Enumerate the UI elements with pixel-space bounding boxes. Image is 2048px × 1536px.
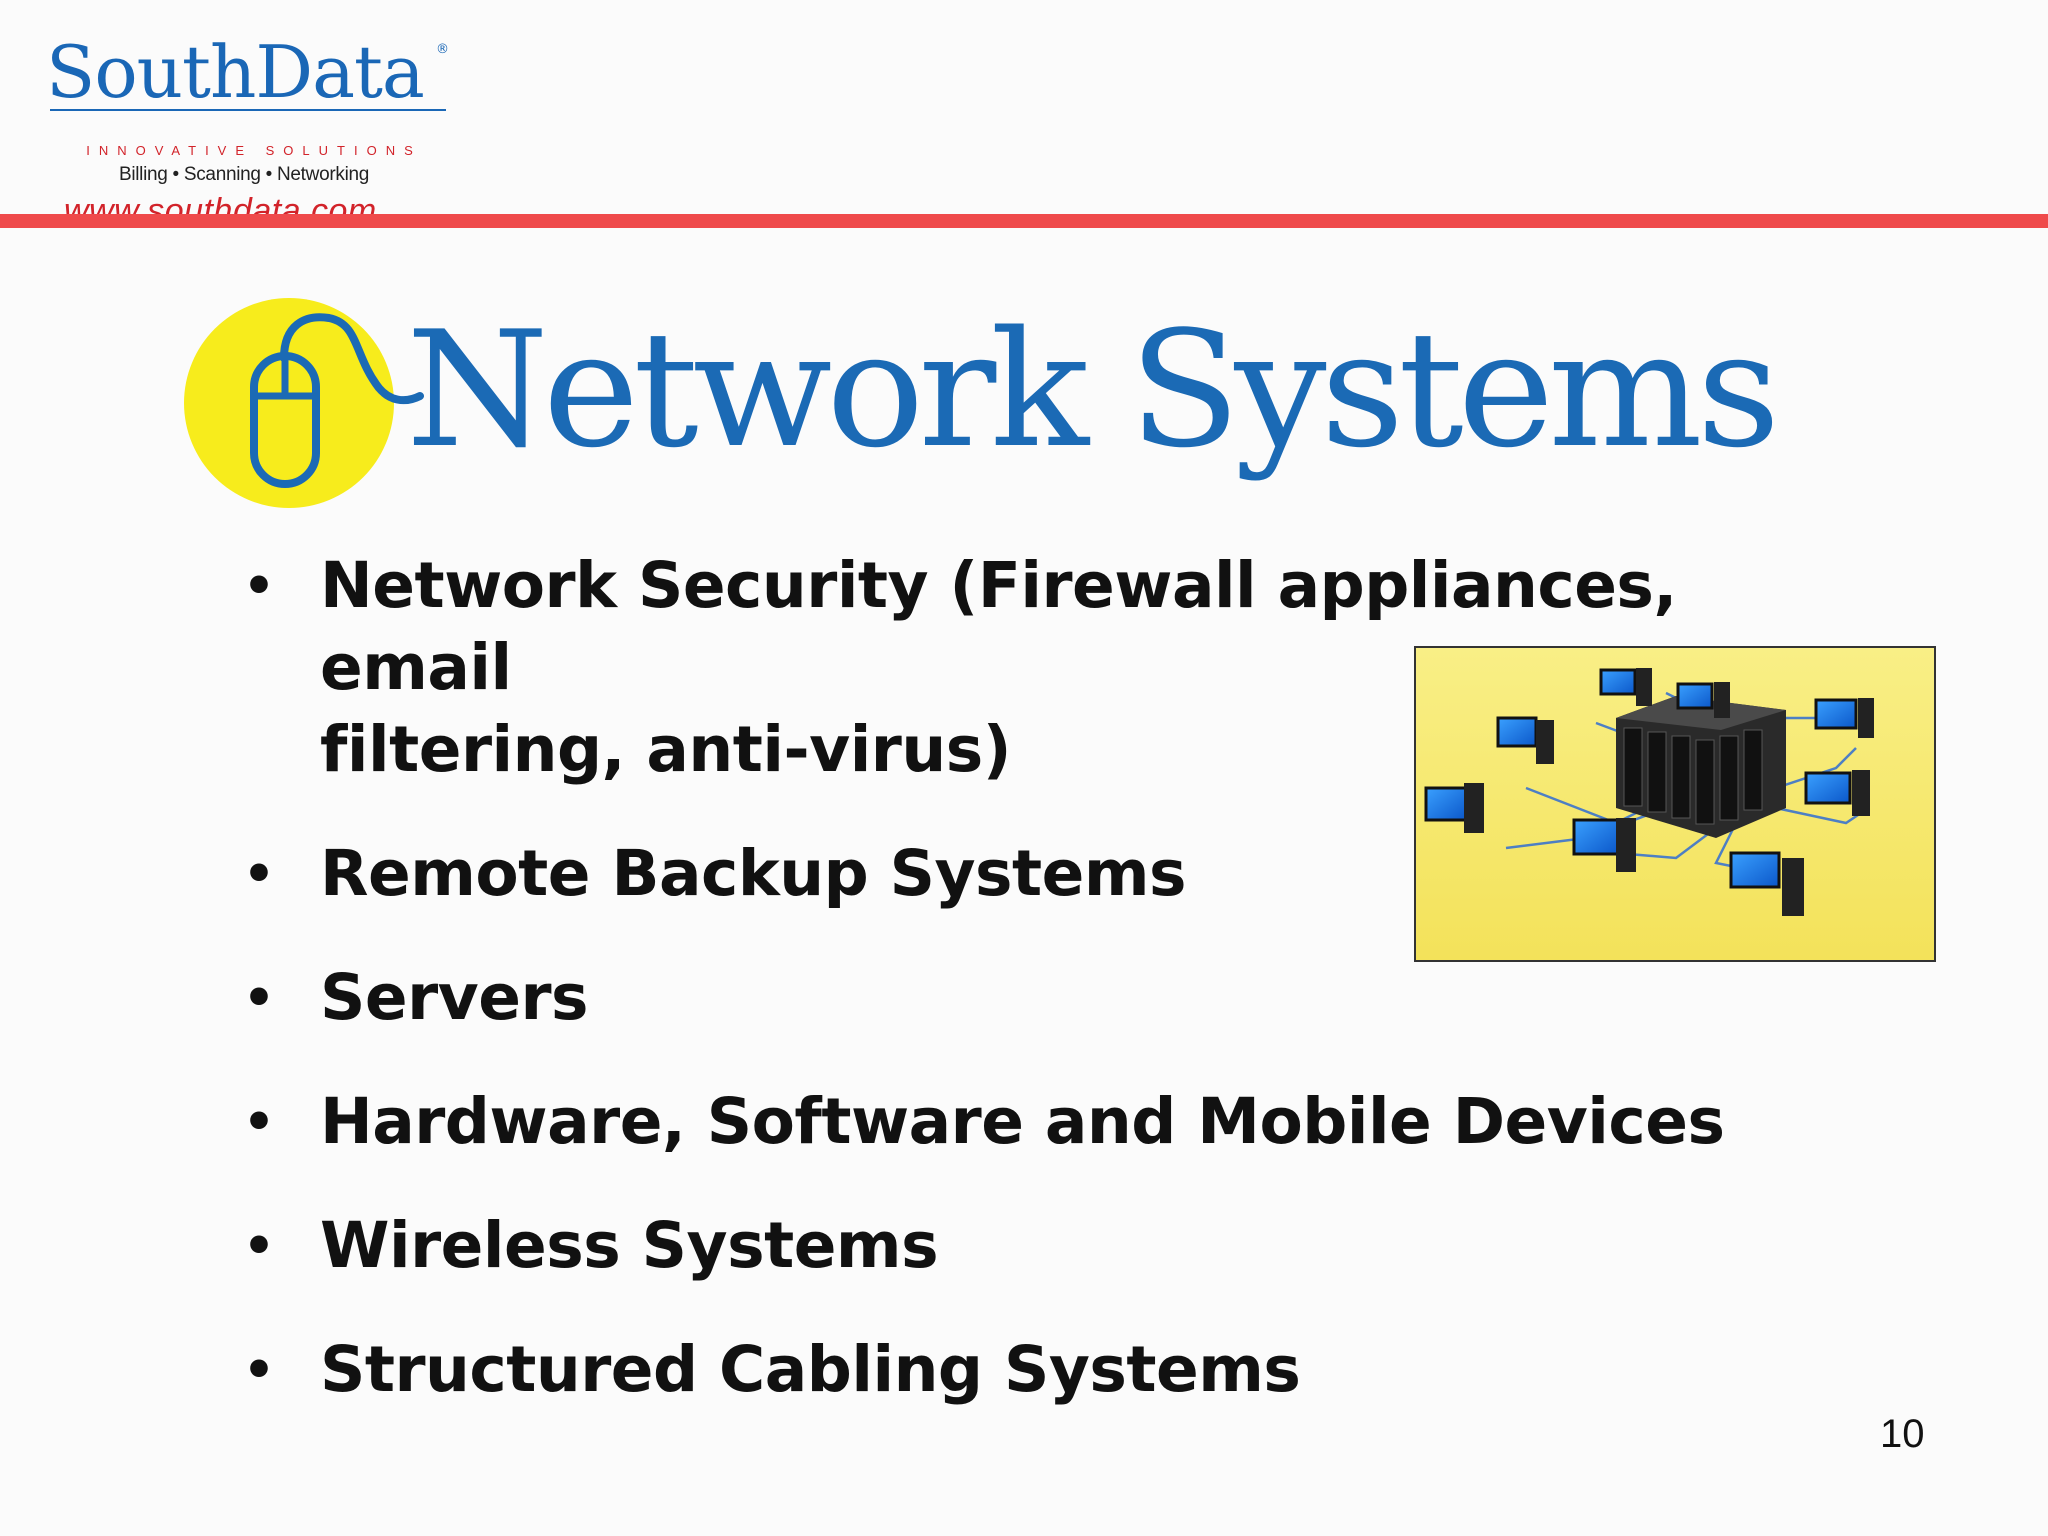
network-diagram-graphic bbox=[1416, 648, 1934, 960]
bullet-list: • Network Security (Firewall appliances,… bbox=[240, 545, 1800, 1411]
bullet-marker: • bbox=[243, 1217, 275, 1275]
bullet-text: Hardware, Software and Mobile Devices bbox=[320, 1085, 1725, 1158]
logo-services: Billing • Scanning • Networking bbox=[118, 164, 370, 185]
computer-mouse-icon bbox=[250, 313, 424, 488]
list-item: • Hardware, Software and Mobile Devices bbox=[240, 1081, 1800, 1163]
bullet-marker: • bbox=[243, 557, 275, 615]
page-number: 10 bbox=[1880, 1412, 1925, 1456]
list-item: • Servers bbox=[240, 957, 1800, 1039]
desktop-computer-icon bbox=[1424, 668, 1874, 916]
bullet-marker: • bbox=[243, 969, 275, 1027]
bullet-marker: • bbox=[243, 1341, 275, 1399]
logo-divider bbox=[50, 109, 446, 111]
bullet-text: Structured Cabling Systems bbox=[320, 1333, 1301, 1406]
server-rack-icon bbox=[1616, 696, 1786, 838]
logo-registered-mark: ® bbox=[436, 42, 449, 57]
bullet-text: Wireless Systems bbox=[320, 1209, 939, 1282]
slide-title: Network Systems bbox=[406, 296, 1780, 483]
list-item: • Structured Cabling Systems bbox=[240, 1329, 1800, 1411]
company-logo: SouthData ® INNOVATIVE SOLUTIONS Billing… bbox=[44, 30, 464, 230]
bullet-marker: • bbox=[243, 1093, 275, 1151]
logo-tagline: INNOVATIVE SOLUTIONS bbox=[86, 143, 422, 158]
list-item: • Wireless Systems bbox=[240, 1205, 1800, 1287]
title-graphic: Network Systems bbox=[184, 296, 1824, 516]
bullet-text-line-1: Network Security (Firewall appliances, e… bbox=[320, 549, 1677, 704]
logo-name: SouthData bbox=[46, 30, 425, 114]
network-illustration bbox=[1414, 646, 1936, 962]
bullet-marker: • bbox=[243, 845, 275, 903]
bullet-text: Servers bbox=[320, 961, 589, 1034]
header-divider-bar bbox=[0, 214, 2048, 228]
bullet-text-line-2: filtering, anti-virus) bbox=[320, 713, 1012, 786]
bullet-text: Remote Backup Systems bbox=[320, 837, 1187, 910]
list-item: • Network Security (Firewall appliances,… bbox=[240, 545, 1880, 791]
list-item: • Remote Backup Systems bbox=[240, 833, 1800, 915]
